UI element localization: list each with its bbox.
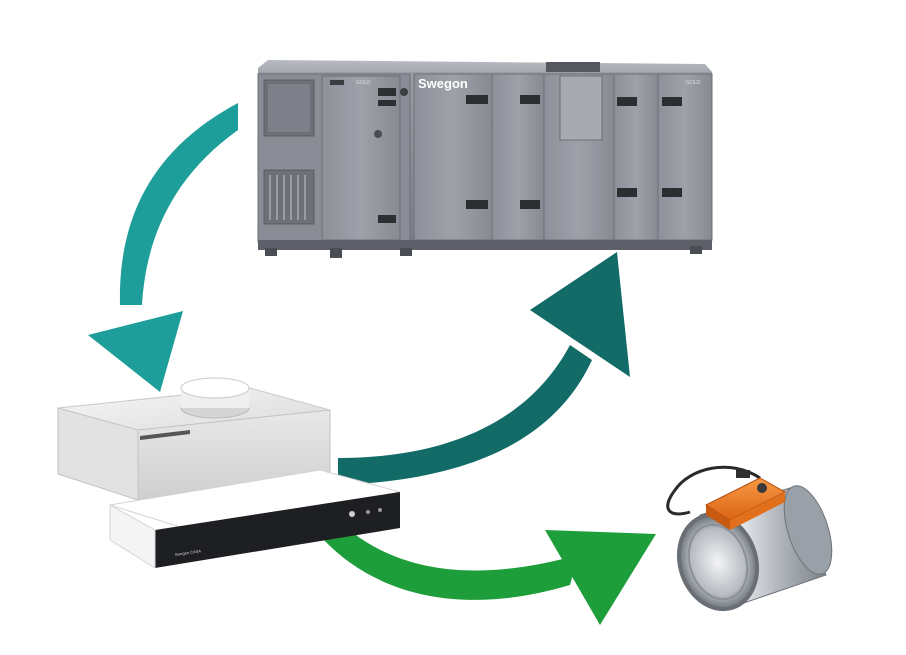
arrow-dark-teal-shaft <box>338 345 592 485</box>
ahu-badge-left: GOLD <box>356 80 371 86</box>
arrow-ahu-to-terminal <box>88 103 238 392</box>
ahu-badge-right: GOLD <box>686 80 701 86</box>
arrow-green-head <box>545 530 656 625</box>
arrow-green-shaft <box>322 522 578 600</box>
arrow-teal-shaft <box>119 103 238 305</box>
damper-with-actuator <box>666 465 833 612</box>
arrow-terminal-to-ahu <box>338 252 630 485</box>
air-handling-unit: Swegon GOLD GOLD <box>257 60 713 258</box>
ahu-brand-label: Swegon <box>418 76 468 91</box>
terminal-label: Swegon CASA <box>174 548 201 557</box>
arrow-dark-teal-head <box>530 252 630 377</box>
arrow-terminal-to-damper <box>322 522 656 625</box>
ventilation-terminal: Swegon CASA <box>57 377 401 569</box>
arrow-teal-head <box>88 311 183 392</box>
